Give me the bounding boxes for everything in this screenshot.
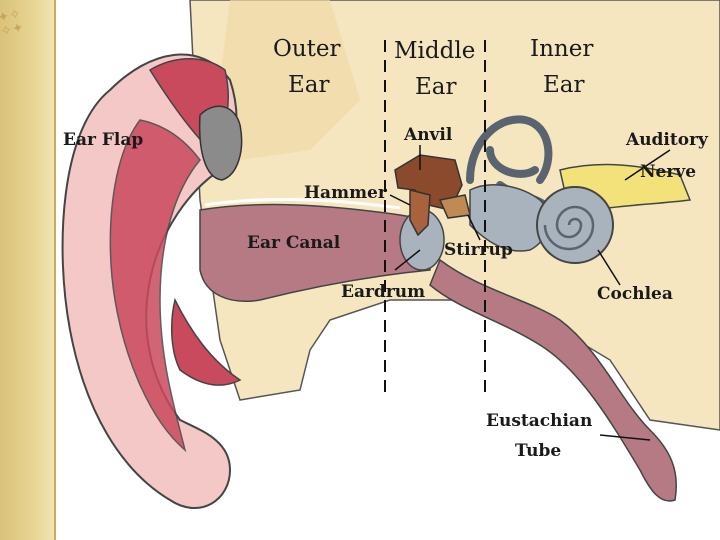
lower-cartilage bbox=[170, 297, 242, 386]
label-cochlea: Cochlea bbox=[597, 284, 673, 304]
label-leaders bbox=[389, 145, 671, 441]
label-ear-canal: Ear Canal bbox=[247, 233, 341, 253]
label-eardrum: Eardrum bbox=[341, 282, 425, 302]
cochlea-shape bbox=[536, 186, 614, 264]
label-tube: Tube bbox=[515, 441, 561, 461]
label-stirrup: Stirrup bbox=[444, 240, 513, 260]
skull-bone-piece bbox=[198, 105, 243, 181]
region-label-middle-ear: Ear bbox=[415, 74, 457, 100]
region-label-middle: Middle bbox=[394, 38, 475, 64]
hammer-shape bbox=[409, 189, 431, 237]
label-anvil: Anvil bbox=[403, 125, 453, 145]
slide-side-strip: ✦✧✧✦ bbox=[0, 0, 56, 540]
region-label-inner-ear: Ear bbox=[543, 72, 585, 98]
label-auditory: Auditory bbox=[625, 130, 709, 150]
region-label-outer-ear: Ear bbox=[288, 72, 330, 98]
eustachian-tube-shape bbox=[429, 258, 677, 502]
helix-cartilage bbox=[109, 119, 201, 453]
bone-shading bbox=[220, 0, 360, 160]
label-eustachian: Eustachian bbox=[486, 411, 592, 431]
label-ear-flap: Ear Flap bbox=[63, 130, 143, 150]
cochlea-spiral bbox=[543, 205, 595, 251]
region-label-inner: Inner bbox=[530, 36, 593, 62]
label-hammer: Hammer bbox=[304, 183, 388, 203]
region-label-outer: Outer bbox=[273, 36, 341, 62]
ear-canal-shape bbox=[199, 203, 431, 302]
canal-lining bbox=[204, 197, 401, 210]
label-nerve: Nerve bbox=[640, 162, 696, 182]
